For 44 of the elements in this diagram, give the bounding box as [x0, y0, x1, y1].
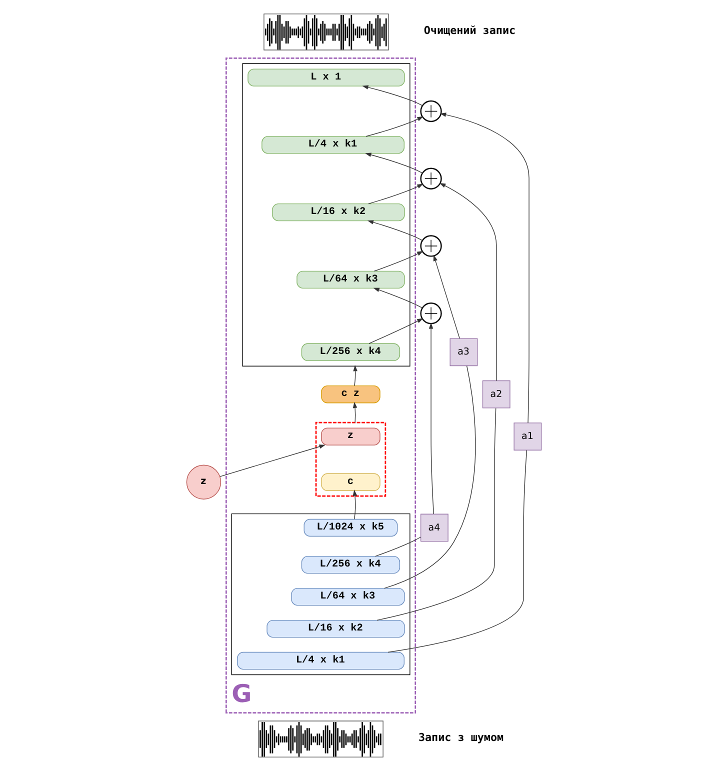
cluster — [231, 513, 410, 676]
node-circle: z — [186, 464, 222, 500]
node-label: Очищений запис — [424, 24, 516, 37]
node-box: L/64 x k3 — [296, 270, 405, 289]
node-box: c z — [321, 386, 380, 404]
node-box: a1 — [514, 422, 542, 450]
connector — [374, 536, 422, 557]
arrow — [352, 402, 358, 423]
arrow — [367, 220, 423, 241]
node-circle — [420, 302, 442, 324]
node-box: L/256 x k4 — [301, 343, 400, 361]
arrow — [368, 184, 424, 204]
node-box: L/256 x k4 — [301, 556, 400, 574]
cluster — [242, 63, 410, 366]
node-circle — [420, 100, 442, 122]
arrow — [220, 444, 326, 477]
connector — [388, 450, 528, 653]
node-box: c — [321, 473, 380, 491]
node-box: L/4 x k1 — [262, 136, 404, 154]
arrow — [362, 85, 423, 106]
arrow — [433, 254, 460, 339]
arrow — [374, 250, 424, 272]
arrow — [366, 116, 424, 137]
node-box: L x 1 — [248, 68, 405, 86]
node-box: a2 — [482, 380, 510, 408]
node-box: L/64 x k3 — [291, 588, 405, 606]
node-box: a4 — [420, 514, 448, 542]
arrow — [365, 152, 423, 174]
arrow — [353, 365, 358, 386]
node-box: L/4 x k1 — [237, 652, 404, 670]
node-box: L/16 x k2 — [266, 620, 405, 638]
node-circle — [420, 168, 442, 190]
node-label: Запис з шумом — [418, 730, 504, 744]
node-circle — [420, 235, 442, 257]
node-box: a3 — [450, 338, 478, 366]
arrow — [368, 318, 424, 344]
arrow — [373, 288, 423, 308]
node-box: z — [321, 428, 380, 446]
node-box: L/16 x k2 — [272, 203, 405, 222]
node-box: L/1024 x k5 — [304, 518, 398, 537]
arrow — [352, 490, 358, 520]
arrow — [439, 182, 497, 382]
arrow — [428, 322, 434, 514]
arrow — [440, 112, 530, 424]
